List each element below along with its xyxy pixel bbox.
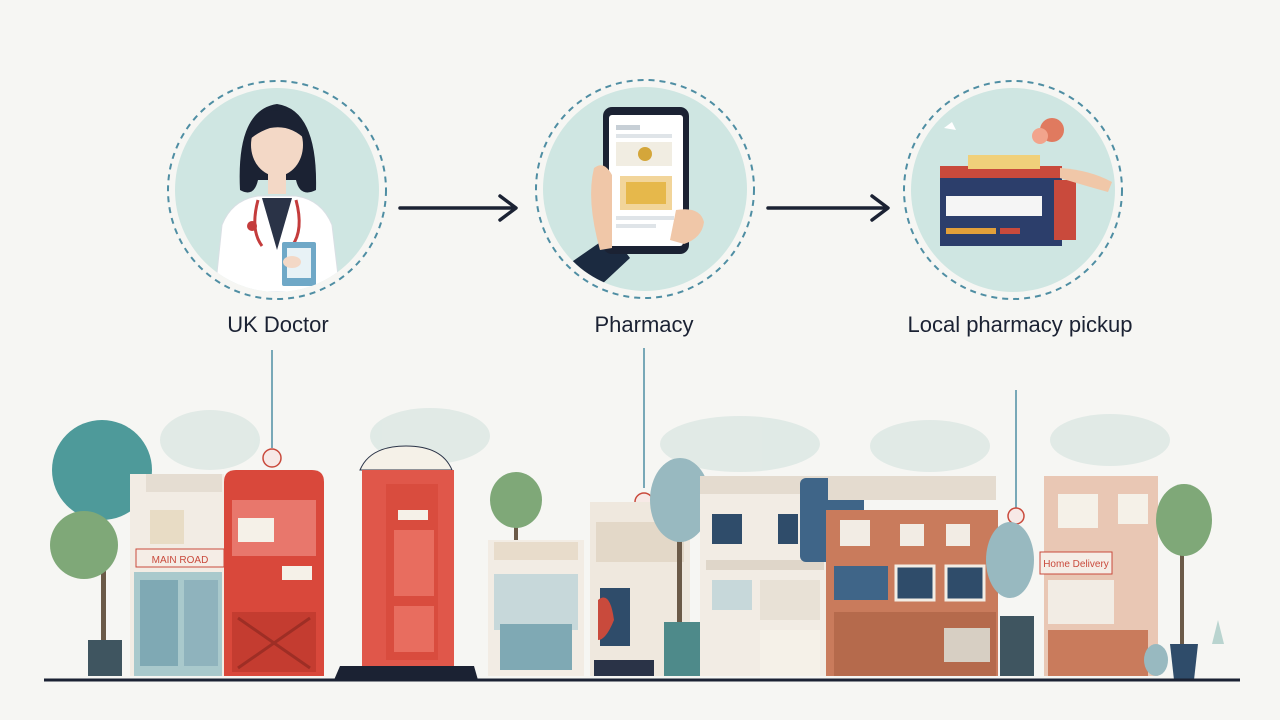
step-2-label: Pharmacy [594, 312, 694, 337]
step-2-circle [535, 79, 755, 299]
shop-left: MAIN ROAD [130, 474, 225, 676]
connector-lines [271, 348, 1017, 508]
tree [650, 458, 710, 676]
shop-right: Home Delivery [986, 476, 1158, 676]
pharmacy-counter-icon [940, 118, 1112, 246]
tree [1144, 484, 1224, 680]
brick-house [800, 476, 998, 676]
shop-sign-left: MAIN ROAD [152, 555, 209, 566]
shop-sign-right: Home Delivery [1043, 559, 1109, 570]
arrow-right-icon [766, 194, 890, 222]
step-3-circle [903, 80, 1123, 300]
step-3-label: Local pharmacy pickup [907, 312, 1133, 337]
tree [50, 420, 152, 676]
shops-middle [488, 502, 690, 676]
arrow-right-icon [398, 194, 518, 222]
step-1-circle [167, 80, 387, 300]
doctor-icon [214, 104, 341, 292]
phone-box [334, 445, 478, 680]
post-box [224, 470, 324, 676]
street-scene: MAIN ROAD [44, 408, 1240, 682]
step-1-label: UK Doctor [227, 312, 329, 337]
